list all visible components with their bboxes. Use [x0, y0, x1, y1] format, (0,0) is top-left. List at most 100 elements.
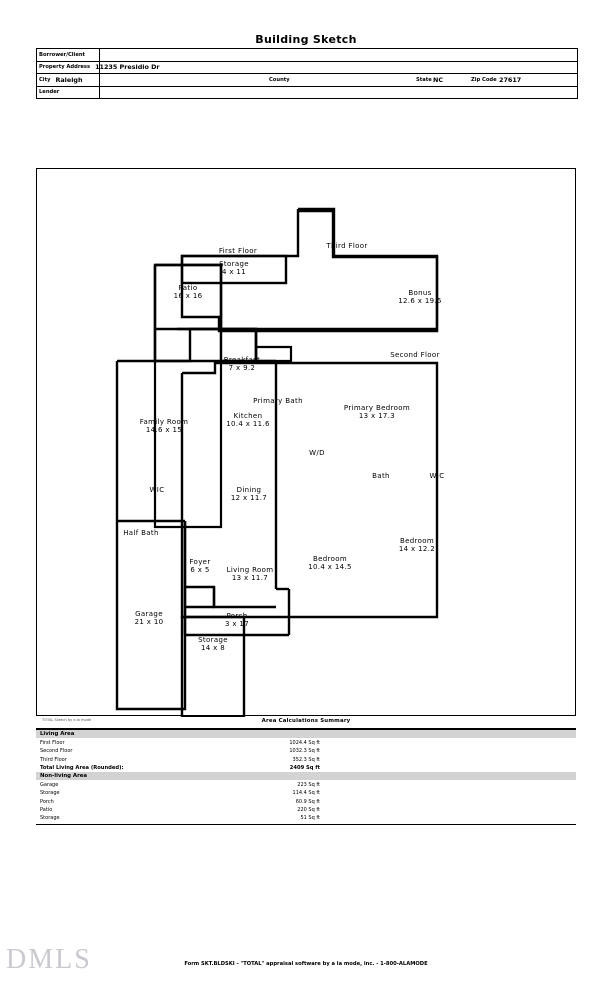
city-value: Raleigh — [55, 75, 83, 84]
table-row: First Floor 1024.4 Sq ft — [36, 739, 576, 747]
room-label-storage-third: Storage 4 x 11 — [219, 260, 249, 277]
living-room-name: Living Room — [226, 566, 274, 574]
living-room-dims: 13 x 11.7 — [231, 574, 269, 583]
room-label-patio: Patio 16 x 16 — [174, 284, 203, 301]
form-footer: Form SKT.BLDSKI - "TOTAL" appraisal soft… — [184, 961, 428, 967]
summary-title: Area Calculations Summary — [261, 717, 351, 724]
third-floor-title: Third Floor — [326, 242, 368, 250]
room-label-half-bath: Half Bath — [123, 529, 159, 537]
breakfast-dims: 7 x 9.2 — [228, 364, 256, 373]
row-value: 352.3 Sq ft — [292, 756, 320, 763]
first-floor-patio-shape — [153, 263, 223, 363]
property-header-table: Borrower/Client Property Address 11235 P… — [36, 48, 578, 99]
garage-name: Garage — [135, 610, 163, 618]
breakfast-name: Breakfast — [223, 356, 261, 364]
porch-name: Porch — [226, 612, 248, 620]
third-floor-walls — [180, 207, 439, 333]
second-floor-walls — [180, 361, 439, 717]
row-value: 1032.3 Sq ft — [289, 748, 320, 755]
storage-second-dims: 14 x 8 — [200, 644, 226, 653]
room-label-family-room: Family Room 14.6 x 15 — [140, 418, 189, 435]
cell-divider — [99, 74, 100, 86]
zip-label: Zip Code — [471, 76, 497, 83]
bedroom-3-dims: 14 x 12.2 — [398, 545, 436, 554]
room-label-dining: Dining 12 x 11.7 — [231, 486, 267, 503]
cell-divider — [99, 86, 100, 98]
table-row: Porch 60.9 Sq ft — [36, 798, 576, 806]
porch-dims: 3 x 17 — [224, 620, 250, 629]
room-label-wic-first: WIC — [149, 486, 165, 494]
area-calculations-summary: TOTAL Sketch by a la mode Area Calculati… — [36, 716, 576, 825]
bedroom-2-name: Bedroom — [312, 555, 348, 563]
sketch-canvas: First Floor Patio 16 x 16 Breakfast 7 x … — [37, 169, 575, 717]
row-label: Storage — [40, 815, 60, 822]
property-address-value: 11235 Presidio Dr — [95, 63, 160, 72]
row-value: 1024.4 Sq ft — [289, 740, 320, 746]
state-value: NC — [433, 75, 444, 84]
storage-second-name: Storage — [198, 636, 228, 644]
cell-divider — [99, 61, 100, 73]
table-row: Garage 223 Sq ft — [36, 781, 576, 789]
room-label-porch: Porch 3 x 17 — [225, 612, 249, 629]
row-label: Second Floor — [40, 748, 73, 755]
city-label: City — [39, 76, 51, 83]
dining-name: Dining — [236, 486, 262, 494]
room-label-wic-second: WIC — [429, 472, 445, 480]
bedroom-2-dims: 10.4 x 14.5 — [308, 563, 352, 572]
floor-plan-drawing — [115, 207, 439, 717]
row-value: 114.4 Sq ft — [292, 790, 320, 797]
kitchen-name: Kitchen — [233, 412, 263, 420]
row-value: 60.9 Sq ft — [295, 798, 320, 805]
living-area-heading: Living Area — [36, 730, 576, 739]
state-label: State — [416, 76, 432, 83]
table-row: Third Floor 352.3 Sq ft — [36, 756, 576, 764]
patio-name: Patio — [178, 284, 198, 292]
first-floor-title: First Floor — [218, 247, 258, 255]
bedroom-3-name: Bedroom — [399, 537, 435, 545]
room-label-bonus: Bonus 12.6 x 19.5 — [398, 289, 442, 306]
row-label: Patio — [40, 807, 53, 814]
row-label: First Floor — [40, 740, 65, 746]
row-value: 223 Sq ft — [297, 782, 320, 789]
row-label: Garage — [40, 782, 59, 789]
primary-bedroom-name: Primary Bedroom — [343, 404, 411, 412]
property-address-label: Property Address — [39, 64, 91, 71]
room-label-storage-second: Storage 14 x 8 — [198, 636, 228, 653]
row-value: 220 Sq ft — [297, 807, 320, 814]
room-label-foyer: Foyer 6 x 5 — [189, 558, 210, 575]
total-living-area-row: Total Living Area (Rounded): 2409 Sq ft — [36, 764, 576, 772]
storage-third-dims: 4 x 11 — [221, 268, 247, 277]
table-row: Patio 220 Sq ft — [36, 806, 576, 814]
room-label-bedroom-3: Bedroom 14 x 12.2 — [399, 537, 435, 554]
patio-dims: 16 x 16 — [173, 292, 203, 301]
room-label-garage: Garage 21 x 10 — [135, 610, 164, 627]
second-floor-title: Second Floor — [390, 351, 440, 359]
lender-label: Lender — [39, 89, 60, 96]
room-label-wd: W/D — [309, 449, 325, 457]
room-label-primary-bath: Primary Bath — [253, 397, 303, 405]
family-room-dims: 14.6 x 15 — [145, 426, 183, 435]
third-floor-storage-rect — [180, 254, 288, 285]
summary-bottom-rule — [36, 823, 576, 825]
room-label-bedroom-2: Bedroom 10.4 x 14.5 — [308, 555, 352, 572]
dmls-watermark: DMLS — [6, 944, 92, 975]
storage-third-name: Storage — [219, 260, 249, 268]
header-row-city-county-state-zip: City Raleigh County State NC Zip Code 27… — [37, 74, 577, 87]
table-row: Storage 114.4 Sq ft — [36, 789, 576, 797]
row-label: Porch — [40, 798, 54, 805]
foyer-dims: 6 x 5 — [190, 566, 210, 575]
garage-dims: 21 x 10 — [134, 618, 164, 627]
room-label-kitchen: Kitchen 10.4 x 11.6 — [226, 412, 270, 429]
building-sketch-frame: First Floor Patio 16 x 16 Breakfast 7 x … — [36, 168, 576, 717]
summary-header: TOTAL Sketch by a la mode Area Calculati… — [36, 716, 576, 730]
borrower-label: Borrower/Client — [39, 51, 86, 58]
total-value: 2409 Sq ft — [289, 764, 320, 771]
table-row: Second Floor 1032.3 Sq ft — [36, 747, 576, 755]
family-room-name: Family Room — [139, 418, 189, 426]
sketch-credit-note: TOTAL Sketch by a la mode — [42, 718, 92, 722]
page-title: Building Sketch — [255, 33, 357, 46]
header-row-borrower: Borrower/Client — [37, 49, 577, 62]
room-label-living-room: Living Room 13 x 11.7 — [227, 566, 274, 583]
dining-dims: 12 x 11.7 — [230, 494, 268, 503]
foyer-name: Foyer — [189, 558, 211, 566]
